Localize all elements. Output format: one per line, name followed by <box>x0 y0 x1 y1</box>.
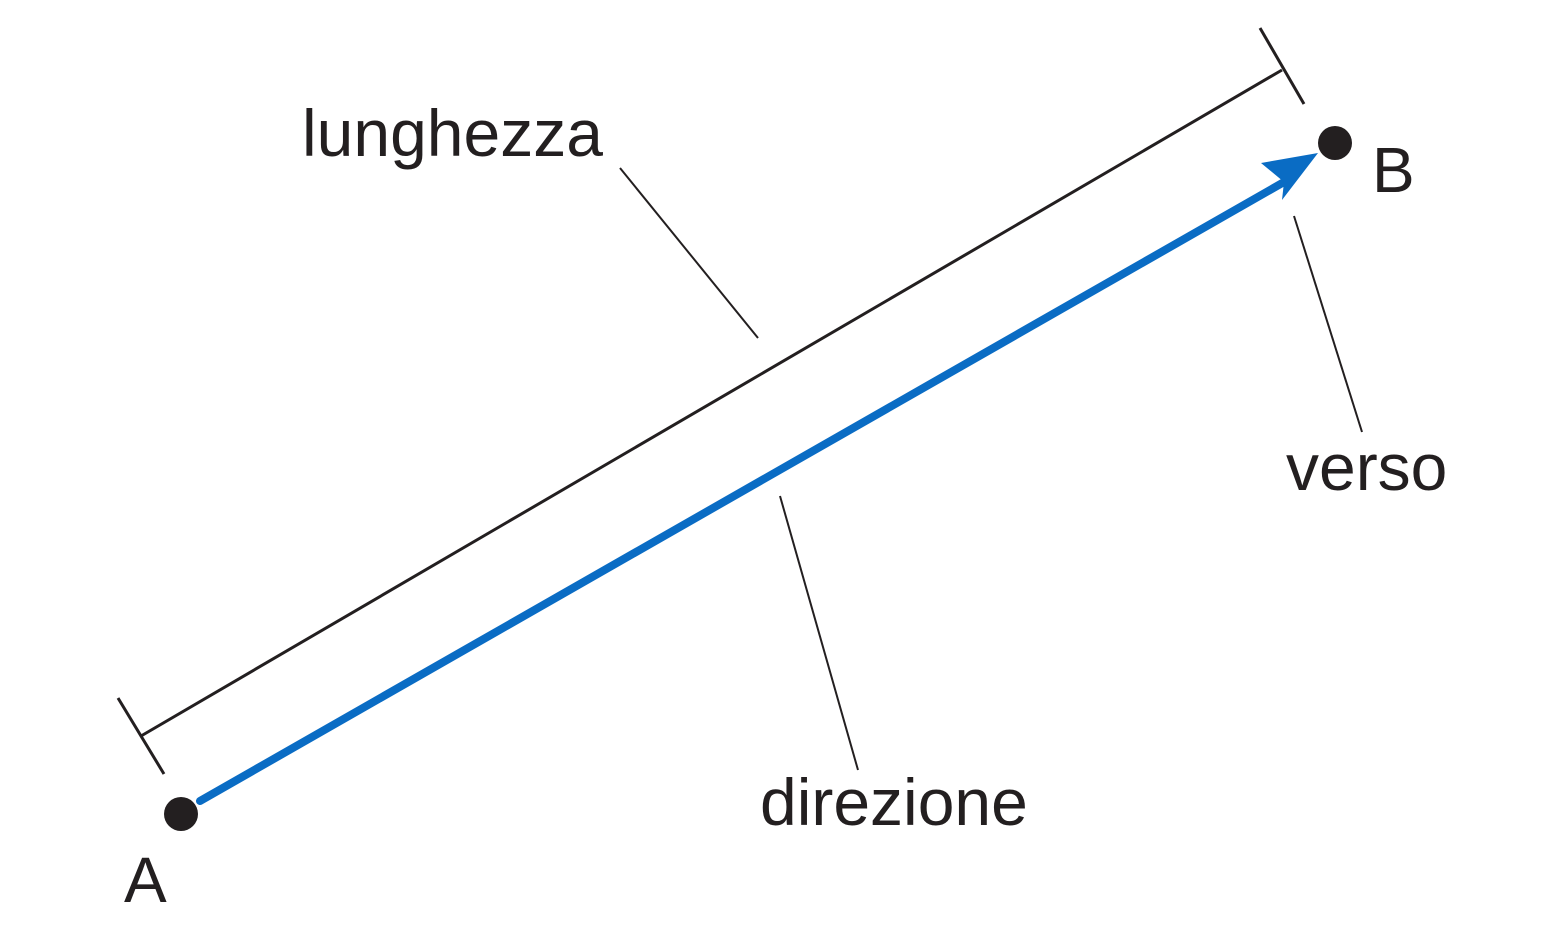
direction-label: direzione <box>760 765 1028 839</box>
length-tick-start <box>116 697 166 775</box>
length-leader-line <box>619 167 759 339</box>
point-a-marker <box>164 797 198 831</box>
vector-arrowhead <box>1261 153 1318 200</box>
point-b-label: B <box>1372 134 1415 206</box>
point-a-label: A <box>124 844 167 916</box>
direction-leader-line <box>779 495 859 771</box>
sense-leader-line <box>1293 215 1363 433</box>
sense-label: verso <box>1286 430 1447 504</box>
length-tick-end <box>1258 27 1306 105</box>
length-label: lunghezza <box>302 96 603 170</box>
point-b-marker <box>1318 126 1352 160</box>
vector-shaft <box>196 178 1288 805</box>
length-dimension-line <box>140 68 1283 738</box>
length-dimension <box>116 27 1306 775</box>
vector-arrow <box>196 153 1318 805</box>
